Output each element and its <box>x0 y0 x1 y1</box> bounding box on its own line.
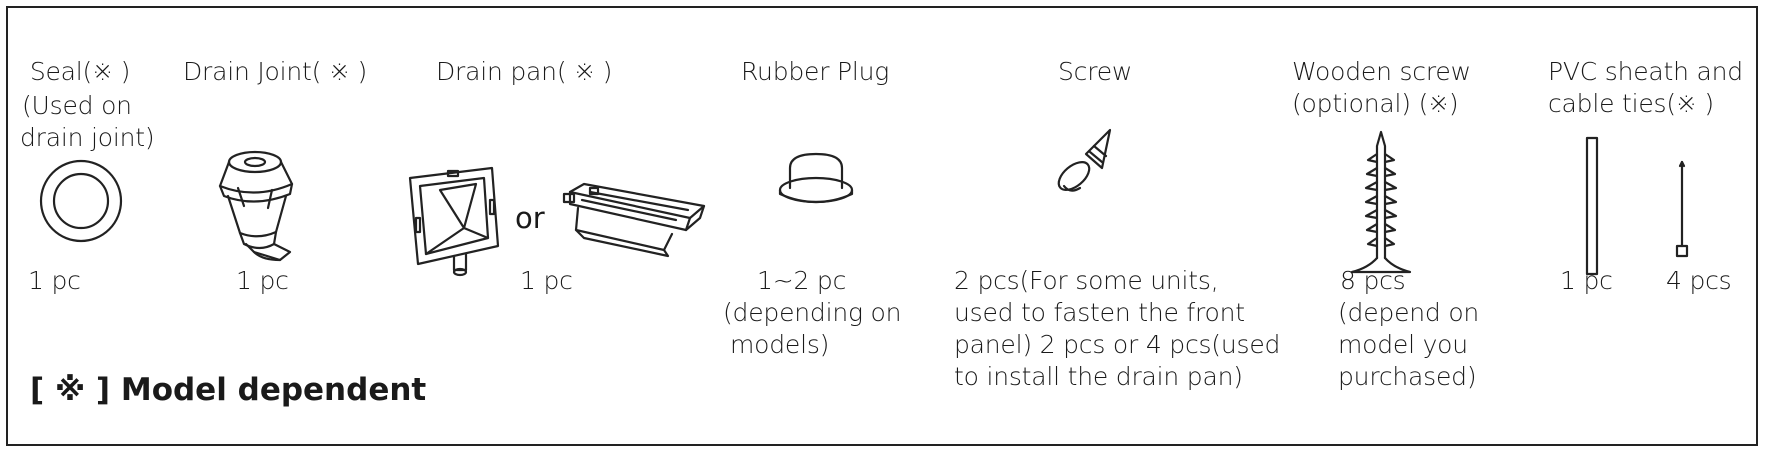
pvc-label-line-1: PVC sheath and <box>1548 57 1743 86</box>
wooden-screw-icon <box>1350 130 1412 274</box>
pvc-label-line-2: cable ties(※ ) <box>1548 89 1714 118</box>
wooden-screw-qty-line-2: (depend on <box>1338 298 1480 327</box>
pvc-sheath-icon <box>1585 136 1599 276</box>
drain-joint-label: Drain Joint( ※ ) <box>183 57 367 86</box>
screw-qty-line-1: 2 pcs(For some units, <box>954 266 1219 295</box>
wooden-screw-label-line-1: Wooden screw <box>1292 57 1471 86</box>
drain-joint-qty: 1 pc <box>236 266 289 295</box>
screw-label: Screw <box>1058 57 1133 86</box>
cable-tie-qty: 4 pcs <box>1666 266 1732 295</box>
drain-pan-or: or <box>515 201 545 235</box>
seal-label-line-2: (Used on <box>22 91 132 120</box>
drain-pan-qty: 1 pc <box>520 266 573 295</box>
screw-qty-line-3: panel) 2 pcs or 4 pcs(used <box>954 330 1281 359</box>
model-dependent-legend: [ ※ ] Model dependent <box>30 372 427 408</box>
screw-icon <box>1057 128 1112 192</box>
screw-qty-line-4: to install the drain pan) <box>954 362 1243 391</box>
seal-label-line-1: Seal(※ ) <box>29 57 131 86</box>
rubber-plug-label: Rubber Plug <box>741 57 890 86</box>
seal-qty: 1 pc <box>28 266 81 295</box>
rubber-plug-icon <box>778 152 854 204</box>
wooden-screw-qty-line-4: purchased) <box>1338 362 1477 391</box>
wooden-screw-label-line-2: (optional) (※) <box>1292 89 1459 118</box>
wooden-screw-qty-line-3: model you <box>1338 330 1468 359</box>
drain-joint-icon <box>218 150 294 262</box>
seal-ring-icon <box>39 159 123 243</box>
cable-tie-icon <box>1675 160 1689 258</box>
seal-label-line-3: drain joint) <box>20 123 155 152</box>
drain-pan-alt-icon <box>562 182 706 258</box>
rubber-plug-qty-line-3: models) <box>730 330 830 359</box>
drain-pan-icon <box>408 166 500 277</box>
rubber-plug-qty-line-2: (depending on <box>723 298 902 327</box>
drain-pan-label: Drain pan( ※ ) <box>436 57 613 86</box>
pvc-sheath-qty: 1 pc <box>1560 266 1613 295</box>
wooden-screw-qty-line-1: 8 pcs <box>1340 266 1406 295</box>
screw-qty-line-2: used to fasten the front <box>954 298 1245 327</box>
rubber-plug-qty-line-1: 1~2 pc <box>757 266 847 295</box>
accessory-table-frame <box>6 6 1758 446</box>
